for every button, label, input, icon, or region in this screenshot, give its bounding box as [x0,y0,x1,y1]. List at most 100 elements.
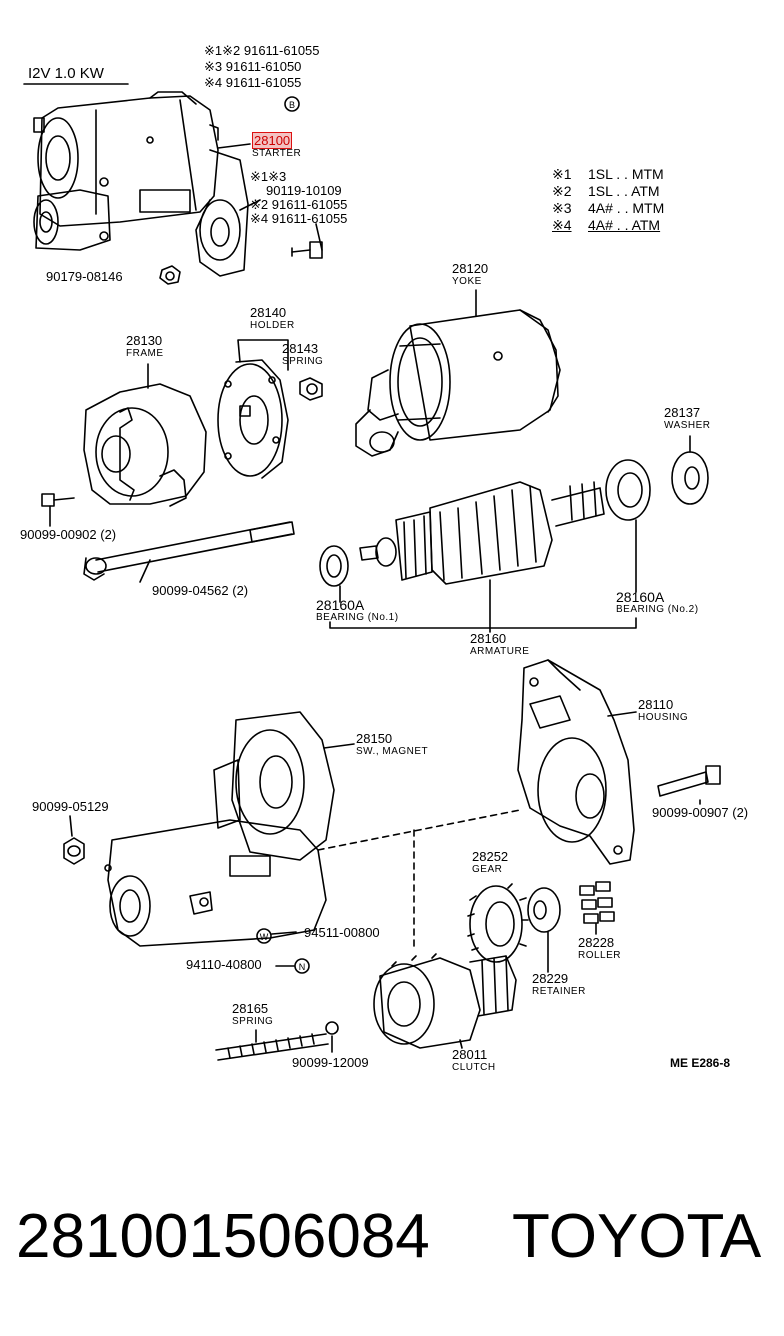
screw1-drawing [41,493,75,507]
voltage-spec: I2V 1.0 KW [28,65,104,82]
bearing2-number: 28160A [616,589,665,605]
ball-drawing [325,1021,339,1035]
nut2-number: 90099-05129 [32,799,109,814]
spring2-name: SPRING [232,1016,274,1027]
n-marker: N [299,962,306,972]
w-part-number: 94511-00800 [304,925,380,940]
spring2-number: 28165 [232,1001,269,1016]
bearing2-name: BEARING (No.2) [616,604,699,615]
nut2-leader [69,815,73,837]
reference-code: ME E286-8 [670,1056,731,1070]
nut-top-number: 90179-08146 [46,269,123,284]
magnet-name: SW., MAGNET [356,746,429,757]
clutch-name: CLUTCH [452,1062,496,1073]
nut-top-drawing [159,265,181,285]
legend-mark-1: ※1 [552,166,572,182]
legend-text-2: 1SL . . ATM [588,183,660,199]
w-washer-drawing: W [256,928,272,944]
housing-drawing [517,659,635,865]
screw1-number: 90099-00902 (2) [20,527,117,542]
clutch-leader [459,1039,463,1049]
bearing1-number: 28160A [316,597,365,613]
retainer-number: 28229 [532,971,569,986]
starter-number-highlight[interactable]: 28100 [252,132,293,149]
starter-name: STARTER [252,148,302,159]
footer-brand: TOYOTA [512,1202,762,1271]
ball-number: 90099-12009 [292,1055,369,1070]
frame-name: FRAME [126,348,164,359]
n-nut-drawing: N [294,958,310,974]
bearing1-drawing [319,545,349,587]
legend-text-1: 1SL . . MTM [588,166,664,182]
armature-leaders [329,519,637,633]
legend-text-3: 4A# . . MTM [588,200,665,216]
armature-number: 28160 [470,631,507,646]
long-bolt-leader [139,559,151,583]
starter-part-number[interactable]: 28100 [252,132,293,149]
gear-number: 28252 [472,849,509,864]
yoke-drawing [355,309,561,457]
holder-number: 28140 [250,305,287,320]
n-part-number: 94110-40800 [186,957,262,972]
gear-name: GEAR [472,864,503,875]
note-top-2: ※3 91611-61050 [204,59,302,74]
legend-text-4: 4A# . . ATM [588,217,661,233]
spring1-name: SPRING [282,356,324,367]
armature-drawing [359,481,605,585]
footer-part-number: 28100150608​4 [16,1202,430,1271]
center-line [317,809,521,851]
holder-drawing [217,359,289,479]
retainer-name: RETAINER [532,986,586,997]
starter-assembly-drawing [33,91,249,277]
w-marker: W [260,932,269,942]
housing-leader [607,711,637,717]
housing-number: 28110 [638,697,674,712]
washer-number: 28137 [664,405,701,420]
washer-name: WASHER [664,420,711,431]
long-bolt-number: 90099-04562 (2) [152,583,249,598]
frame-drawing [83,383,207,507]
clutch-drawing [373,953,517,1049]
legend-mark-2: ※2 [552,183,572,199]
clutch-number: 28011 [452,1047,488,1062]
long-bolt-drawing [83,521,295,581]
bearing1-name: BEARING (No.1) [316,612,399,623]
gear-drawing [467,883,529,963]
b-marker-circle: B [284,96,300,112]
holder-name: HOLDER [250,320,295,331]
yoke-number: 28120 [452,261,489,276]
washer-drawing [671,451,709,505]
bolt2-number: 90099-00907 (2) [652,805,749,820]
roller-name: ROLLER [578,950,622,961]
note-mid-3: ※2 91611-61055 [250,197,348,212]
note-mid-4: ※4 91611-61055 [250,211,348,226]
roller-number: 28228 [578,935,615,950]
spring1-number: 28143 [282,341,319,356]
holder-leader [237,339,289,371]
retainer-drawing [527,887,561,933]
yoke-name: YOKE [452,276,482,287]
w-leader [271,931,297,935]
note-top-3: ※4 91611-61055 [204,75,302,90]
legend-mark-4: ※4 [552,217,572,233]
starter-leader [217,143,251,149]
frame-number: 28130 [126,333,163,348]
spring2-drawing [215,1033,329,1061]
nut2-drawing [63,837,85,865]
screw-leader [239,199,261,211]
housing-name: HOUSING [638,712,689,723]
note-top-1: ※1※2 91611-61055 [204,43,320,58]
spring1-drawing [299,377,323,401]
magnet-number: 28150 [356,731,393,746]
note-mid-2: 90119-10109 [266,183,342,198]
starter-screw-drawing [291,241,323,259]
note-mid-1: ※1※3 [250,169,287,184]
bolt2-drawing [657,765,721,797]
bearing2-drawing [605,459,651,521]
roller-drawing [579,881,615,924]
b-marker: B [289,100,295,110]
legend-mark-3: ※3 [552,200,572,216]
magnet-switch-drawing [104,711,335,947]
armature-name: ARMATURE [470,646,530,657]
